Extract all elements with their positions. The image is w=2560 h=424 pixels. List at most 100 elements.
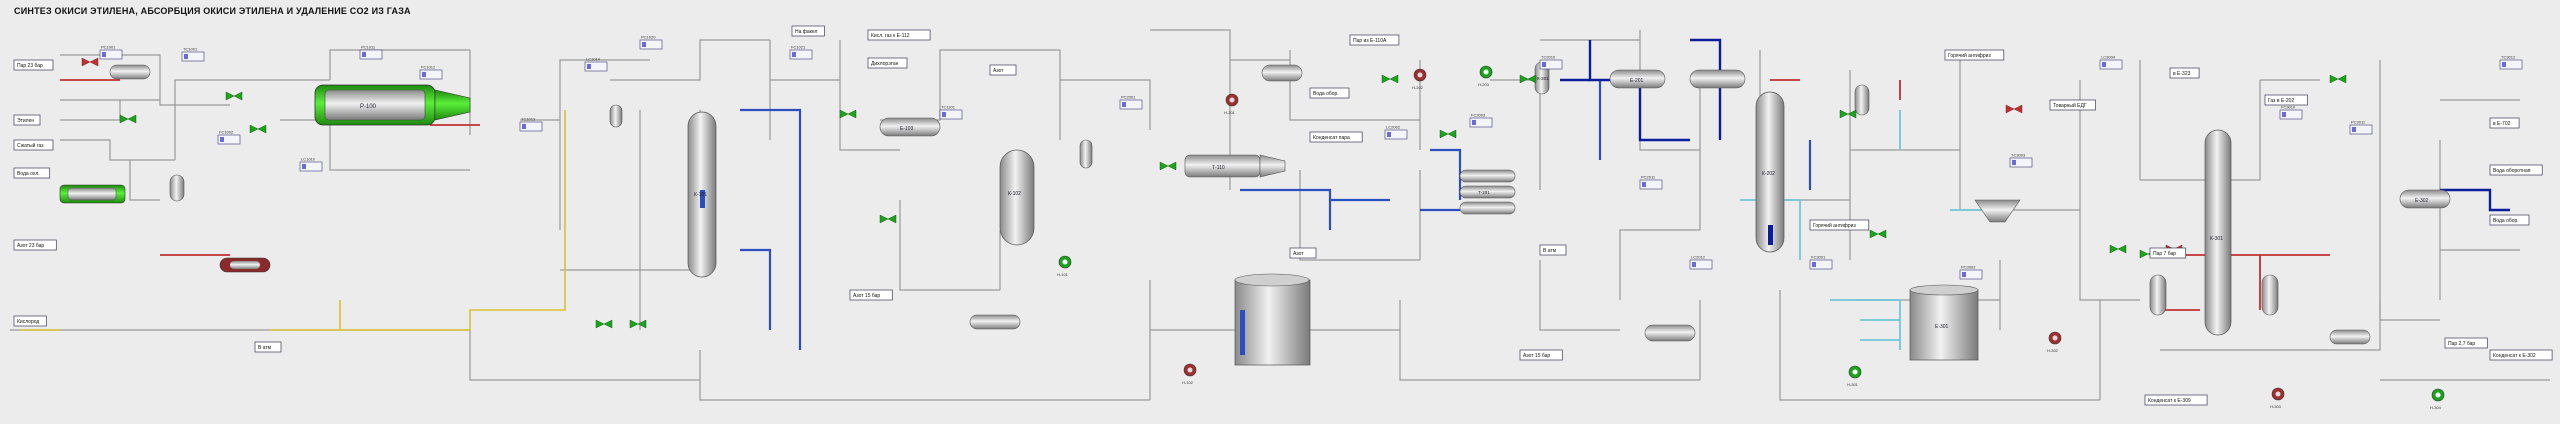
- tag-t24[interactable]: в Е-702: [2489, 117, 2520, 129]
- tag-t14[interactable]: Вода обор.: [1309, 87, 1350, 99]
- tag-label: Кисл. газ к Е-112: [871, 33, 910, 39]
- valve: [1439, 129, 1449, 139]
- vessel-e302[interactable]: Е-302: [2399, 189, 2451, 209]
- pump-5[interactable]: [1479, 65, 1493, 79]
- instrument-i19[interactable]: PC3002: [1959, 265, 1983, 280]
- instrument-i12[interactable]: PC2001: [1119, 95, 1143, 110]
- pump-3[interactable]: [1225, 93, 1239, 107]
- valve: [2139, 249, 2149, 259]
- vessel-990[interactable]: [969, 314, 1021, 330]
- instrument-i17[interactable]: LC2012: [1689, 255, 1713, 270]
- tag-t7[interactable]: Кислород: [13, 315, 47, 327]
- instrument-i10[interactable]: FC1021: [789, 45, 813, 60]
- tag-t29[interactable]: Вода оборотная: [2489, 164, 2543, 176]
- instrument-i16[interactable]: PC2011: [1639, 175, 1663, 190]
- exchanger-t110[interactable]: Т-110: [1184, 154, 1286, 178]
- tag-t21[interactable]: Конденсат к Е-309: [2144, 394, 2208, 406]
- vessel-small-3[interactable]: [1079, 139, 1093, 169]
- vessel-2350[interactable]: [2329, 329, 2371, 345]
- pipes-yellow: [20, 110, 566, 331]
- tag-t10[interactable]: Дихлорэтан: [867, 57, 908, 69]
- tag-t27[interactable]: Азот: [1289, 247, 1317, 259]
- reactor-r100[interactable]: Р-100: [314, 84, 471, 126]
- tag-t3[interactable]: Этилен: [13, 114, 41, 126]
- tag-t9[interactable]: Кисл. газ к Е-112: [867, 29, 931, 41]
- tag-t5[interactable]: Вода охл.: [13, 167, 51, 179]
- vessel-2270[interactable]: [2261, 274, 2279, 316]
- vessel-e201[interactable]: Е-201: [1609, 69, 1746, 89]
- tag-t22[interactable]: Вода обор.: [2489, 214, 2530, 226]
- tag-label: Пар 7 бар: [2153, 251, 2176, 257]
- instrument-label: FC1021: [791, 45, 806, 50]
- tag-t17[interactable]: Товарный ЕДГ: [2049, 99, 2096, 111]
- instrument-i23[interactable]: PC3011: [2349, 120, 2373, 135]
- vessel-e103[interactable]: Е-103: [879, 117, 941, 137]
- tag-t1[interactable]: На факел: [791, 25, 825, 37]
- vessel-1860[interactable]: [1854, 84, 1870, 116]
- tag-t20[interactable]: Пар 7 бар: [2149, 247, 2187, 259]
- pump-7[interactable]: [2048, 331, 2062, 345]
- pump-8[interactable]: [2271, 387, 2285, 401]
- tag-label: Горячий антифриз: [1948, 52, 1991, 59]
- tag-t19[interactable]: Азот 15 бар: [1519, 349, 1563, 361]
- vessel-small-1[interactable]: [169, 174, 185, 202]
- vessel-top-left[interactable]: [109, 64, 151, 80]
- tag-t23[interactable]: в Е-323: [2169, 67, 2200, 79]
- instrument-i13[interactable]: LC2002: [1384, 125, 1408, 140]
- tag-t16[interactable]: Горячий антифриз: [1944, 49, 2005, 61]
- column-k102[interactable]: К-102: [999, 149, 1035, 246]
- instrument-i20[interactable]: TC3003: [2009, 153, 2033, 168]
- column-k101[interactable]: К-101: [687, 111, 717, 278]
- pump-label: Н-201: [1224, 110, 1236, 115]
- instrument-i9[interactable]: PC1020: [639, 35, 663, 50]
- tank-storage[interactable]: [1234, 273, 1311, 366]
- tag-t12[interactable]: Пар из Е-110А: [1349, 34, 1400, 46]
- instrument-i18[interactable]: FC3001: [1809, 255, 1833, 270]
- instrument-i1[interactable]: PC1001: [99, 45, 123, 60]
- tag-t25[interactable]: Газ в Е-202: [2264, 94, 2308, 106]
- pump-2[interactable]: [1183, 363, 1197, 377]
- pump-1[interactable]: [1058, 255, 1072, 269]
- instrument-i21[interactable]: LC3004: [2099, 55, 2123, 70]
- column-k202[interactable]: К-202: [1755, 91, 1785, 253]
- tag-t26[interactable]: Горячий антифриз: [1809, 219, 1870, 231]
- tag-t8[interactable]: В атм: [254, 341, 282, 353]
- tag-label: Пар 2,7 бар: [2448, 341, 2475, 347]
- pump-9[interactable]: [2431, 388, 2445, 402]
- vessel-1660[interactable]: [1644, 324, 1696, 342]
- column-k301[interactable]: К-301: [2204, 129, 2232, 336]
- tag-t13[interactable]: Конденсат пара: [1309, 131, 1363, 143]
- exchanger-t201[interactable]: Т-201: [1459, 169, 1516, 215]
- instrument-i7[interactable]: TC1013: [519, 117, 543, 132]
- tag-t6[interactable]: Азот 23 бар: [13, 239, 57, 251]
- instrument-i6[interactable]: FC1012: [419, 65, 443, 80]
- tag-t30[interactable]: Азот 15 бар: [849, 289, 893, 301]
- instrument-i24[interactable]: TC3012: [2499, 55, 2523, 70]
- instrument-i22[interactable]: FC3010: [2279, 105, 2303, 120]
- instrument-i11[interactable]: TC1101: [939, 105, 963, 120]
- pump-4[interactable]: [1413, 68, 1427, 82]
- instrument-i5[interactable]: PC1011: [359, 45, 383, 60]
- tank-e301[interactable]: Е-301: [1909, 284, 1979, 361]
- instrument-i4[interactable]: LC1010: [299, 157, 323, 172]
- reactor-small-green[interactable]: [59, 184, 126, 204]
- tag-t11[interactable]: Азот: [989, 64, 1017, 76]
- instrument-i2[interactable]: TC1001: [181, 47, 205, 62]
- instrument-i14[interactable]: FC2003: [1469, 113, 1493, 128]
- instrument-i8[interactable]: LC1014: [584, 57, 608, 72]
- hopper[interactable]: [1974, 199, 2021, 223]
- vessel-2150[interactable]: [2149, 274, 2167, 316]
- vessel-small-2[interactable]: [609, 104, 623, 128]
- tag-t28[interactable]: Конденсат к Е-302: [2489, 349, 2553, 361]
- tag-t2[interactable]: Пар 23 бар: [13, 59, 54, 71]
- pump-6[interactable]: [1848, 365, 1862, 379]
- vessel-1270[interactable]: [1261, 64, 1303, 82]
- instrument-i15[interactable]: TC2010: [1539, 55, 1563, 70]
- instrument-i3[interactable]: FC1002: [217, 130, 241, 145]
- column-k101-label: К-101: [694, 192, 707, 198]
- tag-t15[interactable]: Пар 2,7 бар: [2444, 337, 2488, 349]
- tag-t4[interactable]: Сжатый газ: [13, 139, 54, 151]
- tag-t18[interactable]: В атм: [1539, 244, 1567, 256]
- exchanger-bottom-left[interactable]: [219, 257, 271, 273]
